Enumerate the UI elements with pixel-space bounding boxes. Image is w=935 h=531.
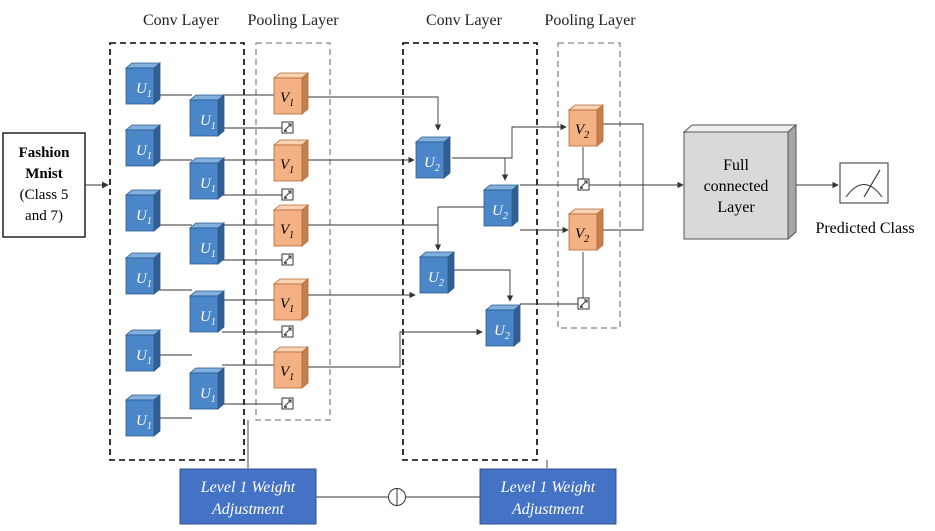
input-box	[2, 132, 86, 238]
switch-gate-icon	[577, 178, 590, 191]
svg-text:U1: U1	[136, 271, 152, 290]
svg-text:U1: U1	[200, 176, 216, 195]
circled-plus-icon	[388, 488, 406, 506]
svg-text:U1: U1	[136, 208, 152, 227]
svg-text:U1: U1	[200, 309, 216, 328]
pool1-unit-labels: V1 V1 V1 V1 V1	[280, 90, 294, 383]
switch-gate-icon	[281, 188, 294, 201]
svg-text:V1: V1	[280, 222, 294, 241]
header-pooling-layer-2: Pooling Layer	[544, 12, 636, 29]
svg-text:V1: V1	[280, 90, 294, 109]
conv-layer-1-box	[109, 42, 245, 461]
svg-text:U1: U1	[136, 81, 152, 100]
switch-gate-icon	[281, 325, 294, 338]
weight-adjust-left-line2: Adjustment	[211, 501, 285, 518]
svg-text:U2: U2	[494, 323, 510, 342]
input-desc-line2: and 7)	[25, 208, 63, 224]
conv-layer-2-box	[402, 42, 538, 461]
weight-adjust-right-line2: Adjustment	[511, 501, 585, 518]
svg-text:U2: U2	[424, 155, 440, 174]
svg-text:U1: U1	[200, 386, 216, 405]
full-connected-line2: connected	[704, 178, 769, 195]
switch-gate-icon	[281, 397, 294, 410]
pooling-layer-2-box	[557, 42, 621, 329]
svg-text:V2: V2	[575, 226, 589, 245]
svg-text:U1: U1	[136, 413, 152, 432]
svg-text:V1: V1	[280, 157, 294, 176]
pool2-unit-labels: V2 V2	[575, 122, 589, 245]
input-title-line2: Mnist	[25, 166, 63, 182]
conv2-unit-labels: U2 U2 U2 U2	[424, 155, 510, 342]
svg-text:U1: U1	[200, 113, 216, 132]
svg-text:U2: U2	[492, 203, 508, 222]
pooling-layer-1-box	[255, 42, 331, 421]
switch-gate-icon	[281, 253, 294, 266]
full-connected-line1: Full	[723, 157, 749, 174]
full-connected-layer: Full connected Layer	[682, 123, 798, 241]
weight-adjustment-left: Level 1 Weight Adjustment	[179, 468, 317, 525]
full-connected-line3: Layer	[717, 199, 755, 216]
svg-text:U1: U1	[200, 241, 216, 260]
svg-text:V2: V2	[575, 122, 589, 141]
weight-adjust-left-line1: Level 1 Weight	[200, 479, 296, 496]
gauge-icon	[839, 162, 889, 204]
svg-text:U1: U1	[136, 143, 152, 162]
weight-adjust-right-line1: Level 1 Weight	[500, 479, 596, 496]
svg-text:V1: V1	[280, 364, 294, 383]
input-desc-line1: (Class 5	[20, 187, 69, 203]
input-title-line1: Fashion	[19, 145, 71, 161]
header-pooling-layer-1: Pooling Layer	[247, 12, 339, 29]
header-conv-layer-2: Conv Layer	[426, 12, 503, 29]
switch-gate-icon	[281, 121, 294, 134]
header-conv-layer-1: Conv Layer	[143, 12, 220, 29]
predicted-class-label: Predicted Class	[815, 220, 914, 237]
switch-gate-icon	[577, 297, 590, 310]
conv1-unit-labels: U1 U1 U1 U1 U1 U1 U1 U1 U1 U1 U1	[136, 81, 216, 432]
weight-adjustment-right: Level 1 Weight Adjustment	[479, 468, 617, 525]
svg-text:V1: V1	[280, 296, 294, 315]
svg-text:U2: U2	[428, 270, 444, 289]
svg-text:U1: U1	[136, 348, 152, 367]
